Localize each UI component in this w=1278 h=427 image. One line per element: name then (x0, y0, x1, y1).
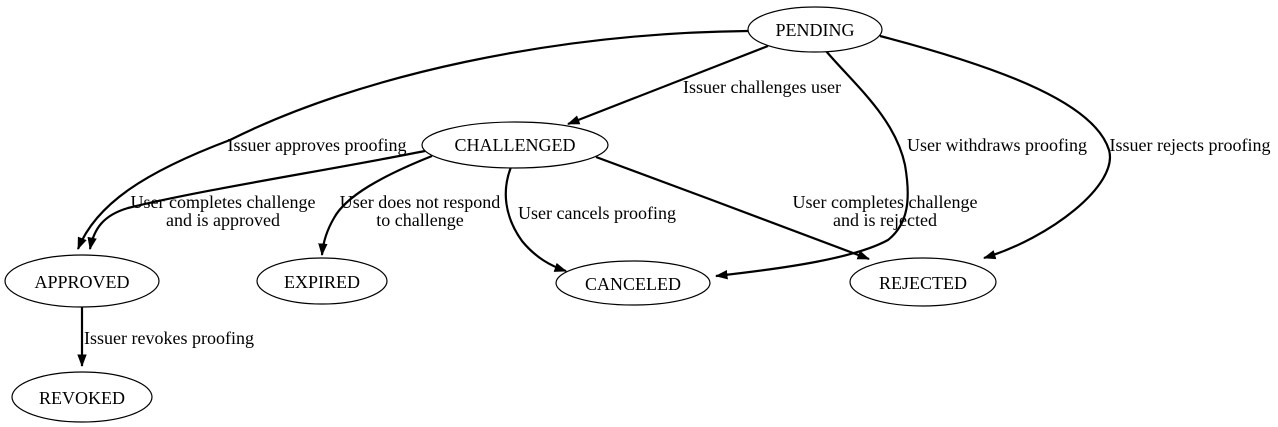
node-challenged: CHALLENGED (421, 121, 609, 169)
edge-pending-approved-label: Issuer approves proofing (228, 135, 407, 155)
node-approved-label: APPROVED (34, 272, 129, 292)
edge-challenged-canceled-label: User cancels proofing (518, 203, 676, 223)
node-pending-label: PENDING (776, 20, 855, 40)
node-expired-label: EXPIRED (284, 272, 360, 292)
node-rejected: REJECTED (849, 257, 997, 307)
edge-pending-challenged-arrow (567, 44, 769, 126)
node-revoked-shape (11, 371, 153, 423)
node-canceled-label: CANCELED (585, 274, 681, 294)
nodes-layer: PENDING CHALLENGED APPROVED EXPIRED CANC… (4, 6, 997, 423)
edge-challenged-approved-label-line2: and is approved (166, 210, 280, 230)
edge-pending-rejected-arrow (879, 34, 1112, 260)
node-revoked-label: REVOKED (39, 388, 125, 408)
edge-labels-layer: Issuer challenges user Issuer approves p… (84, 77, 1270, 348)
edge-challenged-expired-label-line2: to challenge (376, 210, 463, 230)
edge-challenged-rejected-label-line2: and is rejected (833, 210, 937, 230)
edge-pending-canceled-label: User withdraws proofing (907, 135, 1087, 155)
node-challenged-shape (421, 121, 609, 169)
node-expired: EXPIRED (256, 257, 388, 305)
node-revoked: REVOKED (11, 371, 153, 423)
node-expired-shape (256, 257, 388, 305)
node-canceled: CANCELED (555, 260, 711, 306)
edge-pending-approved-arrow (76, 29, 749, 250)
edge-pending-challenged-label: Issuer challenges user (683, 77, 841, 97)
edge-pending-rejected-label: Issuer rejects proofing (1110, 135, 1271, 155)
node-approved-shape (4, 254, 160, 308)
edge-challenged-approved-label-line1: User completes challenge (131, 192, 316, 212)
edge-challenged-expired-label-line1: User does not respond (340, 192, 500, 212)
edge-challenged-rejected-arrow (595, 155, 870, 261)
edge-challenged-rejected-label-line1: User completes challenge (793, 192, 978, 212)
node-rejected-shape (849, 257, 997, 307)
edge-challenged-canceled-arrow (504, 166, 567, 273)
edges-layer (76, 29, 1112, 367)
node-pending-shape (747, 6, 883, 53)
node-canceled-shape (555, 260, 711, 306)
node-approved: APPROVED (4, 254, 160, 308)
node-pending: PENDING (747, 6, 883, 53)
edge-challenged-expired-arrow (318, 154, 433, 256)
edge-approved-revoked-label: Issuer revokes proofing (84, 328, 254, 348)
edge-challenged-approved-arrow (87, 149, 426, 250)
node-challenged-label: CHALLENGED (455, 135, 576, 155)
node-rejected-label: REJECTED (879, 273, 967, 293)
edge-pending-canceled-arrow (715, 50, 909, 280)
